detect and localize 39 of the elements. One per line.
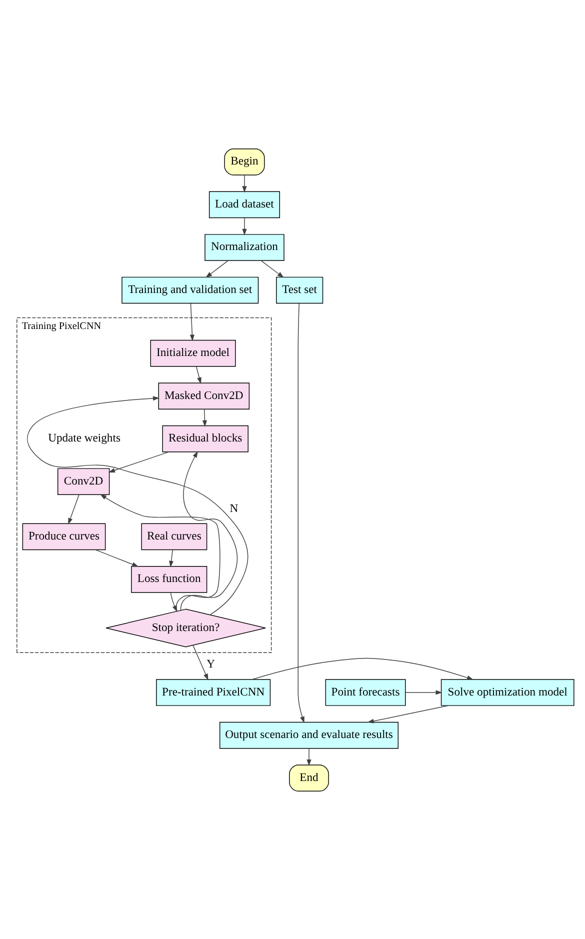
node-box: Loss function	[131, 566, 208, 592]
arrow	[405, 690, 442, 694]
node-box: Solve optimization model	[440, 678, 574, 706]
node-box: Normalization	[204, 234, 284, 260]
arrow	[169, 548, 174, 567]
node-box: Real curves	[141, 522, 208, 550]
node-box: Conv2D	[57, 468, 110, 494]
arrow	[95, 548, 139, 566]
arrow	[242, 216, 247, 235]
node-box: End	[289, 764, 329, 791]
arrow	[68, 494, 80, 524]
arrow	[252, 657, 474, 680]
arrow	[190, 302, 194, 341]
arrow	[202, 408, 207, 426]
arrow	[180, 450, 238, 610]
node-box: Produce curves	[22, 522, 106, 550]
node-box: Initialize model	[150, 339, 236, 366]
arrow	[298, 302, 304, 723]
node-box: Pre-trained PixelCNN	[156, 678, 271, 706]
node-box: Output scenario and evaluate results	[219, 721, 398, 748]
arrow	[367, 704, 449, 723]
node-box: Training and validation set	[122, 276, 259, 304]
node-box: Point forecasts	[325, 678, 406, 706]
edge-label: N	[230, 501, 238, 514]
arrow	[196, 366, 202, 384]
arrow	[306, 748, 312, 766]
node-box: Masked Conv2D	[158, 382, 250, 409]
node-diamond: Stop iteration?	[106, 608, 266, 647]
arrow	[206, 260, 229, 278]
node-box: Residual blocks	[162, 424, 248, 452]
node-box: Load dataset	[208, 190, 280, 218]
arrow	[108, 451, 170, 472]
label: Update weights	[48, 431, 120, 444]
arrow	[192, 644, 208, 680]
node-box: Begin	[224, 148, 265, 175]
edge-label: Y	[206, 657, 215, 670]
arrow	[260, 260, 284, 278]
arrow	[242, 174, 247, 192]
node-box: Test set	[276, 276, 324, 304]
